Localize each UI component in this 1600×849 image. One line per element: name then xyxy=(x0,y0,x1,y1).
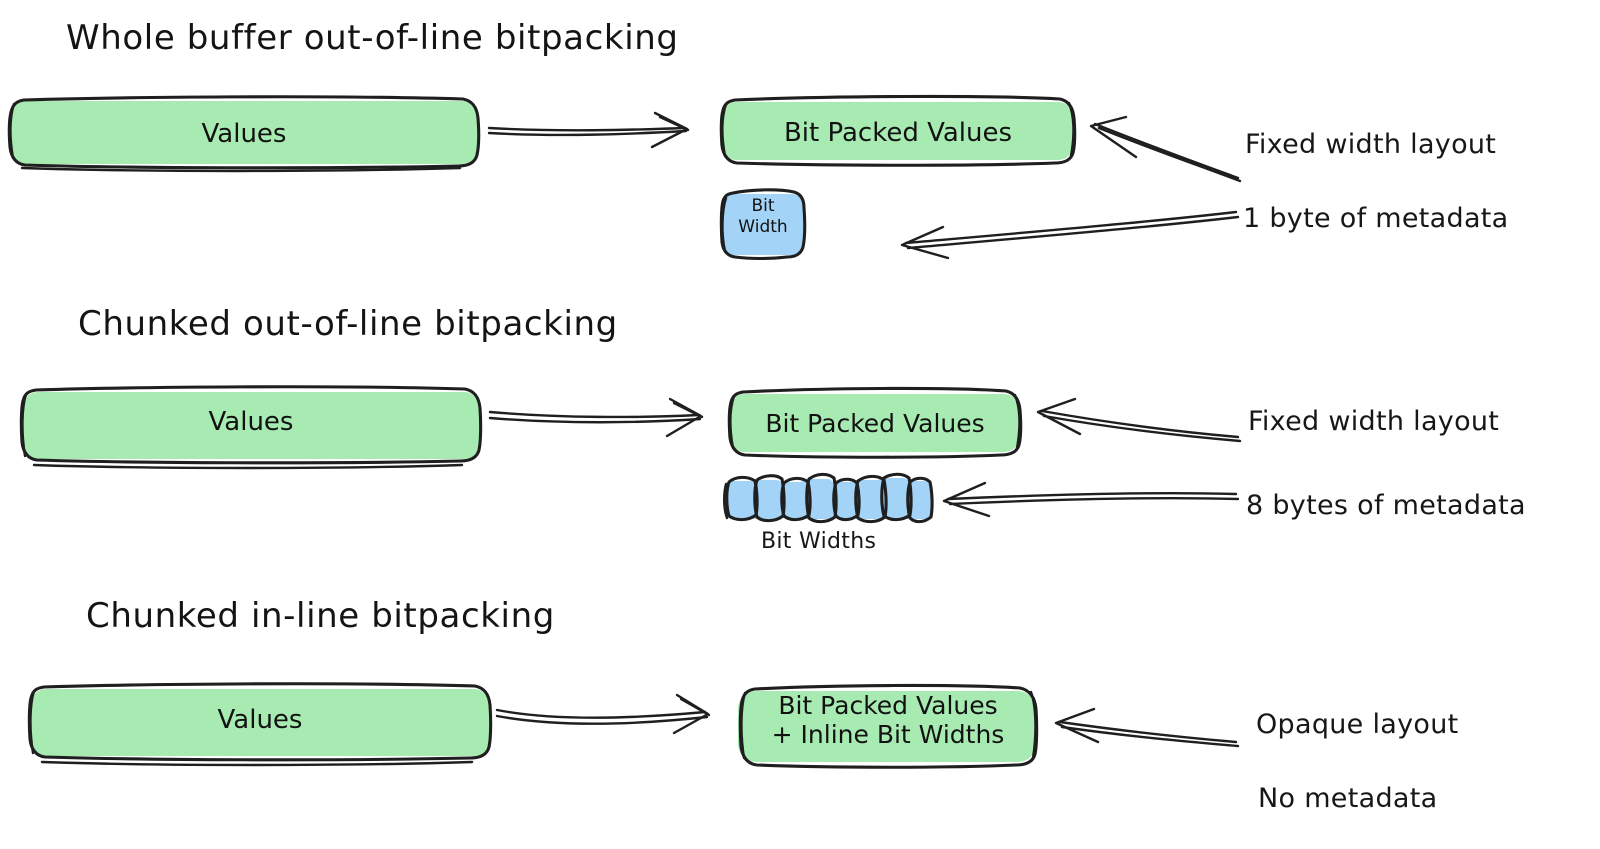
section-1-annotation-fixed-width: Fixed width layout xyxy=(1245,129,1497,160)
section-3-values-label: Values xyxy=(217,705,303,735)
section-1-packed-box-shape xyxy=(719,94,1077,167)
section-title-chunked-out-of-line: Chunked out-of-line bitpacking xyxy=(78,304,618,344)
section-title-chunked-in-line: Chunked in-line bitpacking xyxy=(86,596,555,636)
section-2-annotation-fixed-width: Fixed width layout xyxy=(1248,406,1500,437)
section-3-flow-arrow xyxy=(495,693,711,735)
section-2-values-label: Values xyxy=(208,407,294,437)
section-3-packed-box-shape xyxy=(738,683,1039,769)
section-1-flow-arrow xyxy=(487,111,690,149)
section-3-callout-opaque xyxy=(1054,707,1240,748)
section-1-packed-values-label: Bit Packed Values xyxy=(783,118,1013,148)
section-2-bit-widths-caption: Bit Widths xyxy=(761,529,877,554)
section-3-annotation-no-metadata: No metadata xyxy=(1258,783,1438,814)
section-1-callout-fixed-width xyxy=(1089,115,1242,183)
section-title-whole-buffer: Whole buffer out-of-line bitpacking xyxy=(66,18,679,58)
section-3-values-box-shape xyxy=(27,682,493,767)
section-2-callout-metadata xyxy=(942,481,1240,518)
section-2-packed-values-label: Bit Packed Values xyxy=(765,409,985,438)
section-1-bit-width-label: Bit Width xyxy=(738,196,788,238)
section-2-annotation-metadata: 8 bytes of metadata xyxy=(1246,490,1526,521)
section-1-values-label: Values xyxy=(201,119,287,149)
section-1-values-box-shape xyxy=(7,95,481,173)
section-3-packed-values-label: Bit Packed Values + Inline Bit Widths xyxy=(771,691,1005,749)
section-2-bitwidths-chunks-shape xyxy=(723,472,934,524)
section-1-annotation-metadata: 1 byte of metadata xyxy=(1243,203,1509,234)
section-1-bitwidth-box-shape xyxy=(719,188,807,261)
section-2-packed-box-shape xyxy=(727,386,1023,459)
section-2-flow-arrow xyxy=(488,397,704,438)
section-2-callout-fixed-width xyxy=(1036,397,1242,443)
section-1-callout-metadata xyxy=(900,210,1240,260)
section-3-annotation-opaque: Opaque layout xyxy=(1256,709,1459,740)
section-2-values-box-shape xyxy=(19,385,483,470)
